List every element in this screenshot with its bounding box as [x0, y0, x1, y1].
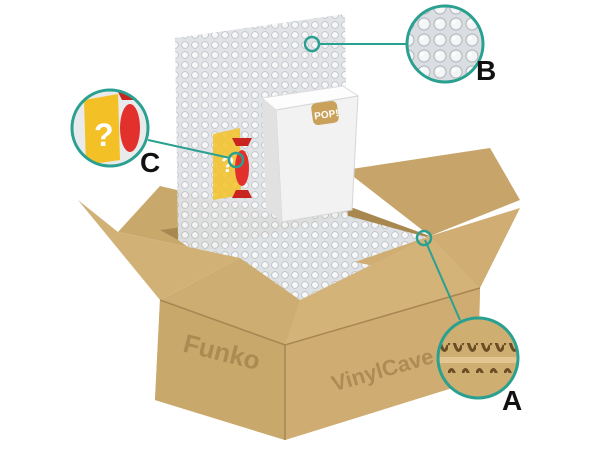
callout-c-zoom: ? [70, 88, 150, 168]
box-front-left-flap [78, 200, 240, 300]
candy-figure [232, 138, 252, 198]
callout-b-zoom [405, 4, 485, 84]
callout-label-c: C [140, 147, 160, 178]
pop-logo: POP! [311, 100, 340, 126]
mystery-mark: ? [221, 152, 234, 177]
callout-b-target [303, 35, 321, 53]
callout-a-target [415, 229, 433, 247]
svg-text:?: ? [94, 117, 114, 153]
callout-a-zoom [436, 316, 520, 400]
callout-label-b: B [476, 55, 496, 86]
mystery-item: ? [213, 128, 252, 200]
pop-figure-box: POP! [260, 85, 360, 223]
svg-text:POP!: POP! [314, 108, 340, 122]
box-back-right-flap [345, 148, 520, 236]
callout-label-a: A [502, 385, 522, 416]
callout-lines [147, 43, 461, 321]
callout-c-target [227, 151, 245, 169]
